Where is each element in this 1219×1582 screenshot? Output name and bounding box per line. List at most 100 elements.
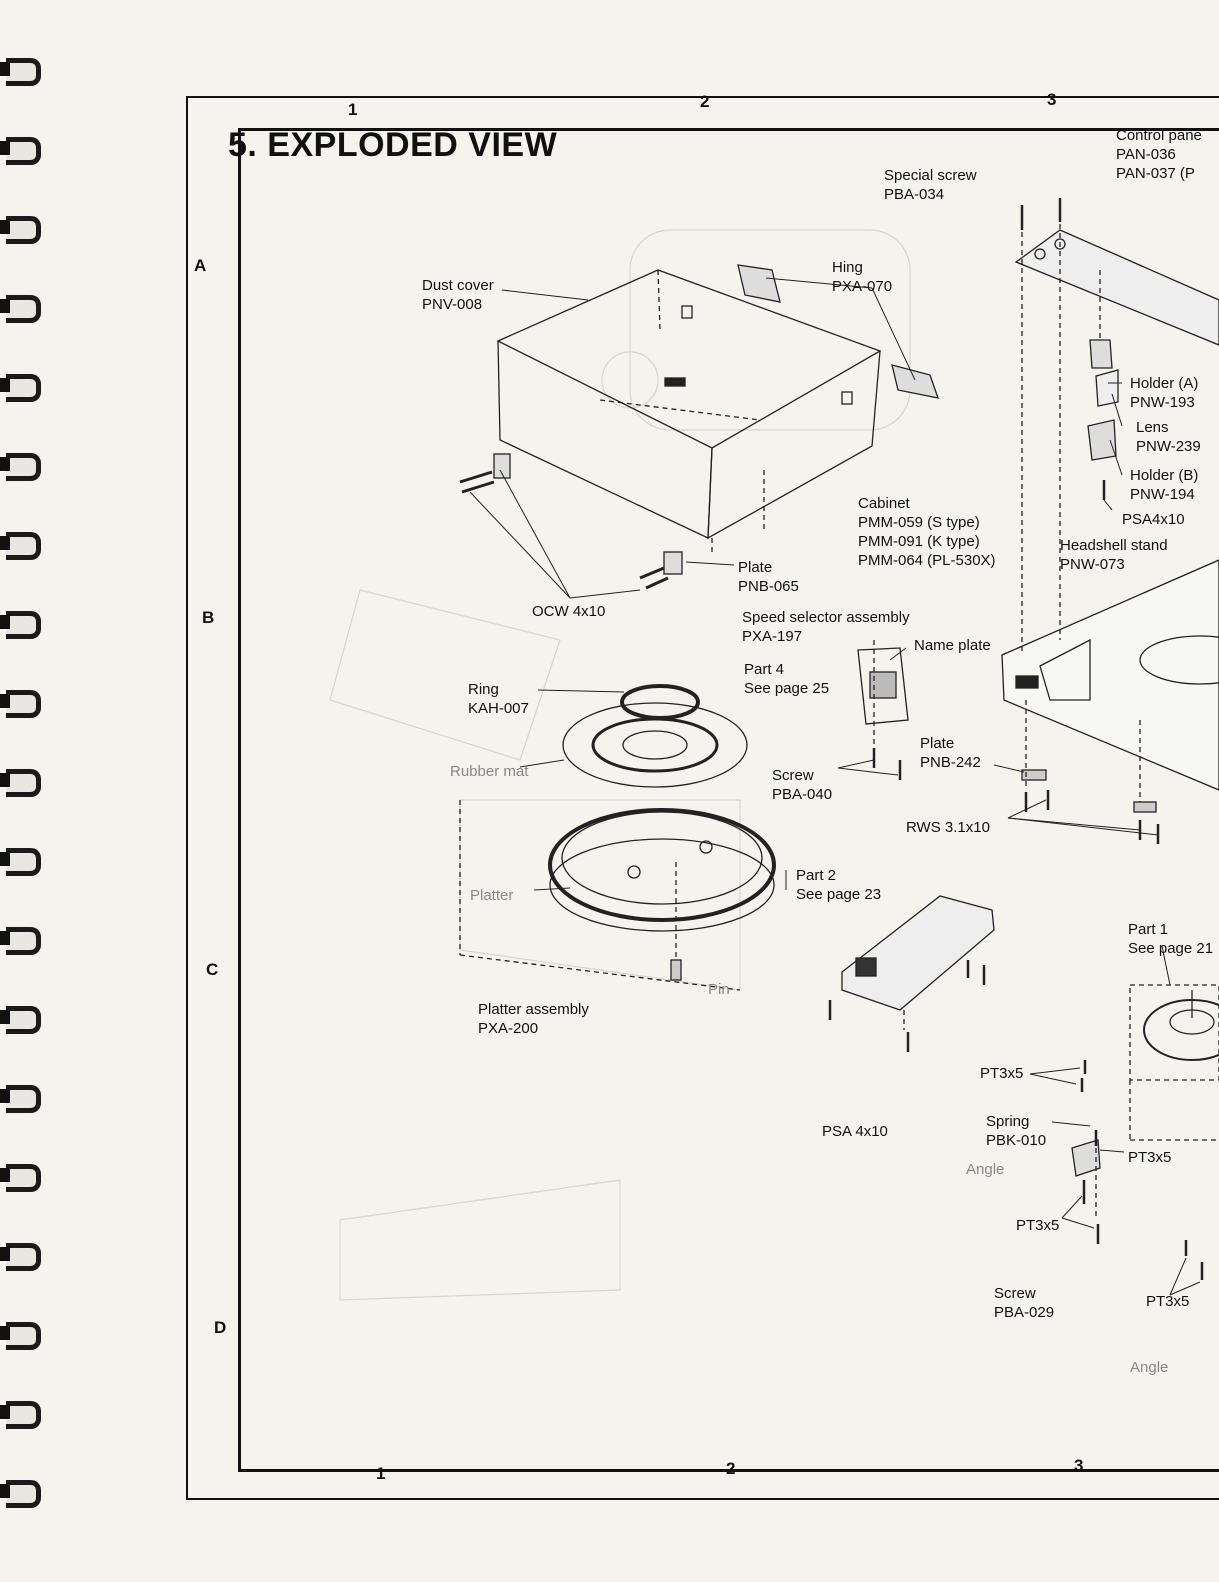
- leader-lines: [469, 277, 1201, 1296]
- binding-ring: [6, 374, 41, 402]
- grid-col-1-top: 1: [348, 100, 358, 119]
- binding-hole: [0, 299, 10, 313]
- plate-part-1: [493, 453, 511, 479]
- grid-col-2-bottom: 2: [726, 1459, 736, 1478]
- grid-row-a: A: [194, 256, 207, 275]
- assembly-dashed-lines: [459, 224, 1219, 1220]
- binding-hole: [0, 1405, 10, 1419]
- grid-col-1-bottom: 1: [376, 1464, 386, 1483]
- inner-drawing-frame: [238, 128, 1219, 1472]
- label-rws: RWS 3.1x10: [906, 819, 990, 836]
- binding-ring: [6, 216, 41, 244]
- holder-b-part: [1087, 419, 1117, 461]
- screw-glyphs: [828, 198, 1204, 1280]
- lens-part: [1095, 369, 1119, 407]
- dust-cover-part: [496, 269, 882, 540]
- binding-hole: [0, 773, 10, 787]
- binding-ring: [6, 1243, 41, 1271]
- label-platter: Platter: [470, 887, 514, 904]
- grid-col-3-top: 3: [1047, 90, 1057, 109]
- binding-hole: [0, 1247, 10, 1261]
- label-name-plate: Name plate: [914, 637, 991, 654]
- binding-hole: [0, 852, 10, 866]
- binding-hole: [0, 536, 10, 550]
- speed-selector-part: [857, 647, 909, 725]
- binding-ring: [6, 1006, 41, 1034]
- binding-ring: [6, 532, 41, 560]
- binding-hole: [0, 220, 10, 234]
- label-angle-b: Angle: [1130, 1359, 1169, 1376]
- grid-row-c: C: [206, 960, 219, 979]
- binding-hole: [0, 457, 10, 471]
- binding-ring: [6, 1401, 41, 1429]
- binding-hole: [0, 1089, 10, 1103]
- binding-hole: [0, 62, 10, 76]
- platter-part: [548, 808, 776, 922]
- label-holder-a: Holder (A)PNW-193: [1130, 375, 1199, 411]
- hinge-part-1: [737, 264, 781, 303]
- binding-ring: [6, 137, 41, 165]
- plate-242-part: [1021, 769, 1047, 781]
- control-panel-part: [1014, 229, 1219, 346]
- grid-col-3-bottom: 3: [1074, 1456, 1084, 1475]
- binding-hole: [0, 141, 10, 155]
- ring-part: [620, 684, 700, 720]
- spring-angle-part: [1071, 1139, 1101, 1177]
- label-pt3x5-b: PT3x5: [1128, 1149, 1172, 1166]
- outer-grid-frame: [186, 96, 1219, 1500]
- pin-part: [670, 959, 682, 981]
- binding-ring: [6, 58, 41, 86]
- grid-row-b: B: [202, 608, 215, 627]
- label-psa-4x10-top: PSA4x10: [1122, 511, 1185, 528]
- label-psa-4x10-bottom: PSA 4x10: [822, 1123, 888, 1140]
- part2-assembly: [841, 895, 995, 1011]
- binding-ring: [6, 1322, 41, 1350]
- label-pin: Pin: [708, 981, 730, 998]
- cabinet-part: [1001, 559, 1219, 791]
- binding-ring: [6, 848, 41, 876]
- binding-ring: [6, 295, 41, 323]
- rubber-mat-part: [562, 702, 748, 788]
- binding-ring: [6, 1085, 41, 1113]
- binding-ring: [6, 1480, 41, 1508]
- page-title: 5. EXPLODED VIEW: [228, 126, 558, 164]
- binding-hole: [0, 615, 10, 629]
- binding-ring: [6, 453, 41, 481]
- label-rubber-mat: Rubber mat: [450, 763, 529, 780]
- binding-hole: [0, 931, 10, 945]
- binding-ring: [6, 1164, 41, 1192]
- binding-hole: [0, 1168, 10, 1182]
- binding-hole: [0, 1010, 10, 1024]
- binding-hole: [0, 378, 10, 392]
- binding-ring: [6, 927, 41, 955]
- binding-hole: [0, 1484, 10, 1498]
- grid-row-d: D: [214, 1318, 227, 1337]
- hinge-part-2: [891, 364, 939, 399]
- binding-ring: [6, 769, 41, 797]
- binding-hole: [0, 1326, 10, 1340]
- plate-part-2: [663, 551, 683, 575]
- holder-a-part: [1089, 339, 1113, 369]
- binding-hole: [0, 694, 10, 708]
- label-pt3x5-d: PT3x5: [1146, 1293, 1190, 1310]
- label-ocw: OCW 4x10: [532, 603, 606, 620]
- label-pt3x5-c: PT3x5: [1016, 1217, 1060, 1234]
